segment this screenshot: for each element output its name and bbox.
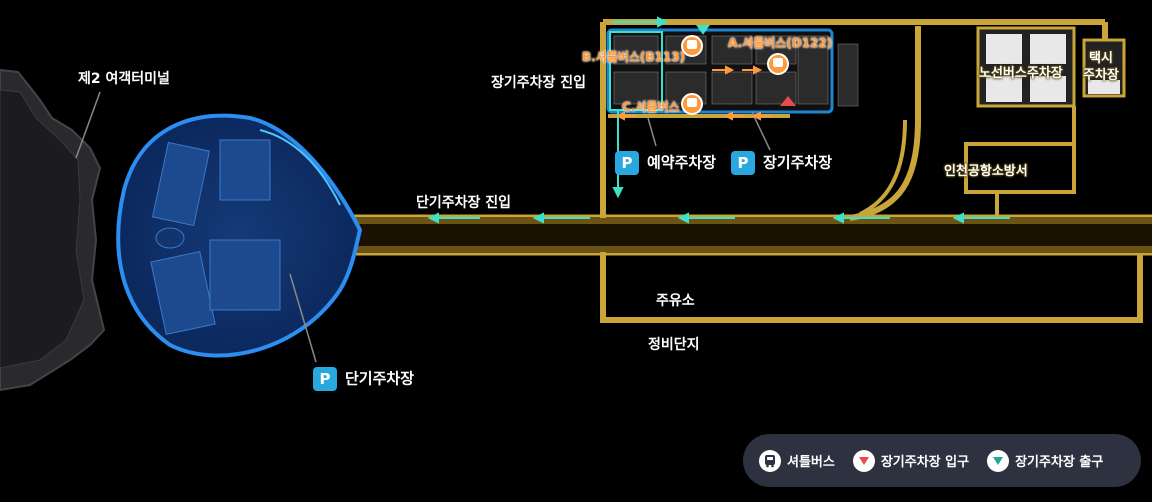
legend-entrance: 장기주차장 입구 [852, 449, 970, 472]
parking-badge-icon: P [313, 367, 337, 391]
shuttle-pin-a[interactable] [767, 53, 789, 75]
reserved-parking-label: P 예약주차장 [615, 151, 716, 175]
short-term-parking-label: P 단기주차장 [313, 367, 414, 391]
legend-exit: 장기주차장 출구 [987, 449, 1104, 472]
maintenance-label: 정비단지 [648, 337, 700, 353]
short-term-entry-label: 단기주차장 진입 [416, 195, 512, 211]
entrance-triangle-icon [852, 449, 875, 472]
legend-entrance-text: 장기주차장 입구 [880, 455, 970, 470]
exit-triangle-icon [987, 449, 1010, 472]
reserved-parking-text: 예약주차장 [647, 153, 717, 172]
shuttle-pin-c[interactable] [681, 93, 703, 115]
shuttle-pin-b[interactable] [681, 35, 703, 57]
legend-shuttle-text: 셔틀버스 [787, 455, 835, 470]
shuttle-a-label: A.셔틀버스(D122) [728, 36, 833, 50]
parking-badge-icon: P [731, 151, 755, 175]
gas-station-label: 주유소 [656, 293, 695, 309]
short-term-leader-line [289, 273, 317, 363]
parking-badge-icon: P [615, 151, 639, 175]
long-term-entry-label: 장기주차장 진입 [491, 75, 587, 91]
terminal2-label: 제2 여객터미널 [78, 71, 170, 87]
fire-station-label: 인천공항소방서 [944, 164, 1028, 179]
legend-exit-text: 장기주차장 출구 [1015, 455, 1104, 470]
short-term-parking-text: 단기주차장 [345, 369, 415, 388]
shuttle-b-label: B.셔틀버스(B113) [582, 50, 686, 64]
taxi-parking-label: 택시 주차장 [1083, 51, 1119, 83]
bus-icon [759, 449, 781, 472]
long-term-entrance-marker [780, 96, 796, 106]
bus-parking-label: 노선버스주차장 [979, 66, 1063, 81]
shuttle-c-label: C.셔틀버스 [622, 100, 680, 114]
long-term-parking-text: 장기주차장 [763, 153, 833, 172]
map-legend: 셔틀버스 장기주차장 입구 장기주차장 출구 [743, 434, 1141, 487]
legend-shuttle: 셔틀버스 [759, 449, 835, 472]
terminal-leader-line [75, 91, 101, 159]
long-term-parking-label: P 장기주차장 [731, 151, 832, 175]
